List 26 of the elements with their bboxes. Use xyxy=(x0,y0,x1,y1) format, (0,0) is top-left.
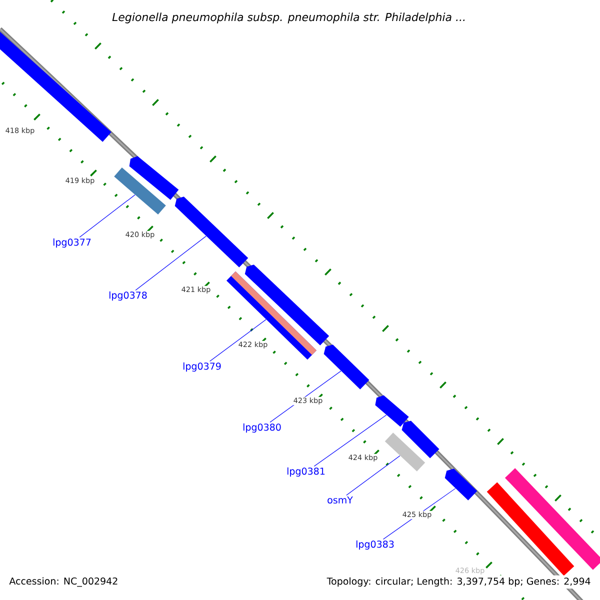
gene-feature xyxy=(402,420,440,458)
summary-text: Topology: circular; Length: 3,397,754 bp; Genes: 2,994 xyxy=(324,575,593,589)
gene-label: lpg0383 xyxy=(356,540,394,550)
gene-feature xyxy=(174,196,248,268)
gene-label: lpg0381 xyxy=(287,467,325,477)
title: Legionella pneumophila subsp. pneumophila str. Philadelphia ... xyxy=(112,12,465,24)
leader-line xyxy=(135,236,206,290)
gene-label: osmY xyxy=(328,496,353,504)
gene-label: lpg0378 xyxy=(109,291,147,301)
gene-label: lpg0377 xyxy=(53,238,91,248)
leader-line xyxy=(346,455,400,496)
gene-feature xyxy=(114,167,166,215)
leader-line xyxy=(79,194,136,238)
leader-line xyxy=(314,414,387,466)
gene-feature xyxy=(504,468,600,570)
gene-feature xyxy=(444,468,478,500)
leader-line xyxy=(210,319,266,362)
gene-feature xyxy=(384,432,426,472)
gene-feature xyxy=(324,344,370,390)
gene-label: lpg0380 xyxy=(243,423,281,433)
gene-feature xyxy=(486,482,574,576)
gene-feature xyxy=(129,156,179,200)
gene-label: lpg0379 xyxy=(183,362,221,372)
gene-feature xyxy=(0,31,112,142)
accession-text: Accession: NC_002942 xyxy=(9,577,118,587)
gene-feature xyxy=(375,395,409,427)
